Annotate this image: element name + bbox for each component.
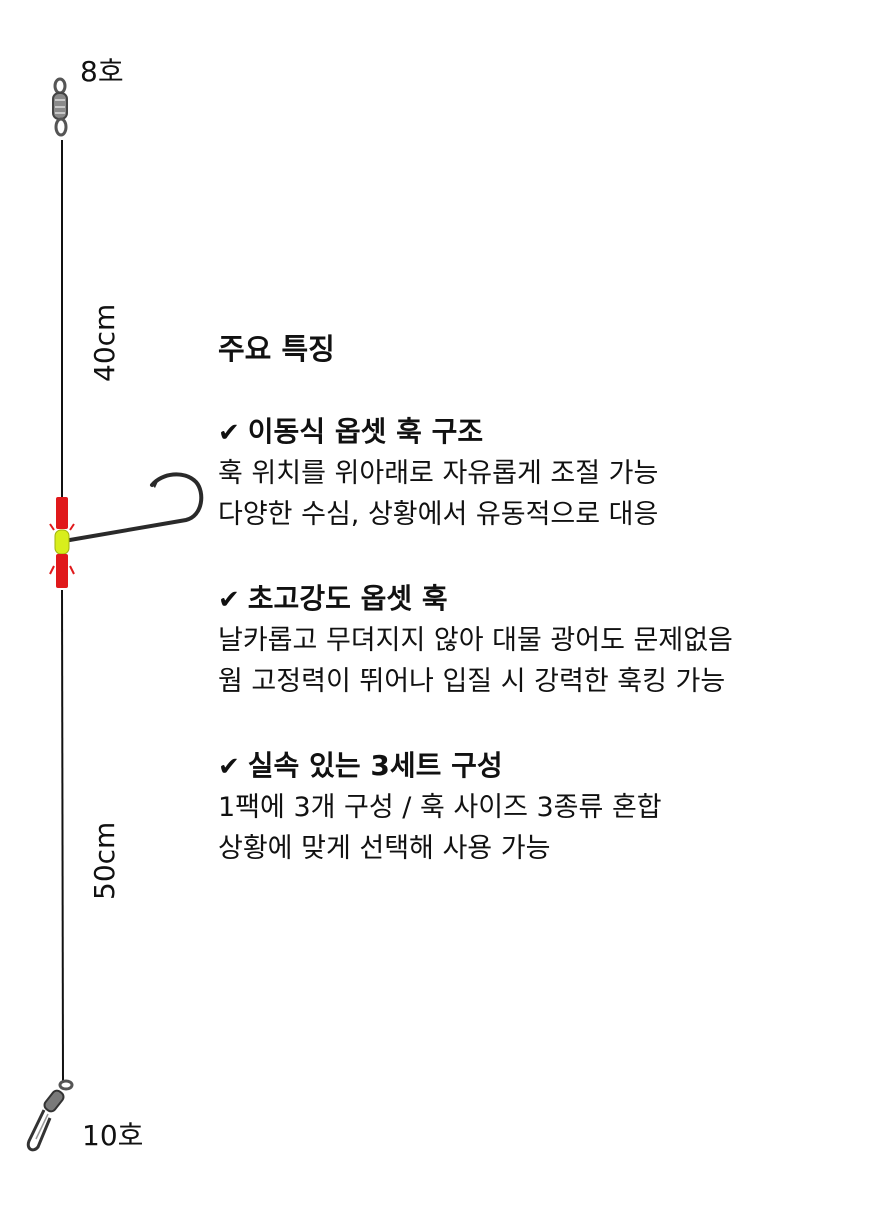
feature-description-line: 상황에 맞게 선택해 사용 가능: [218, 833, 551, 864]
top-swivel-size-label: 8호: [80, 55, 124, 88]
feature-description-line: 날카롭고 무뎌지지 않아 대물 광어도 문제없음: [218, 625, 733, 656]
offset-hook-icon: [49, 472, 204, 588]
top-swivel-icon: [52, 77, 68, 137]
rig-illustration: [26, 77, 204, 1152]
features-section: 주요 특징 ✔이동식 옵셋 훅 구조 훅 위치를 위아래로 자유롭게 조절 가능…: [218, 330, 858, 869]
check-icon: ✔: [218, 585, 240, 615]
feature-title-text: 이동식 옵셋 훅 구조: [247, 415, 484, 448]
fishing-rig-diagram: 8호 40cm 50cm 10호: [0, 0, 220, 1213]
feature-item-high-strength-hook: ✔초고강도 옵셋 훅 날카롭고 무뎌지지 않아 대물 광어도 문제없음 웜 고정…: [218, 579, 858, 702]
feature-title-text: 초고강도 옵셋 훅: [247, 582, 448, 615]
feature-description-line: 다양한 수심, 상황에서 유동적으로 대응: [218, 499, 659, 530]
bottom-snap-swivel-icon: [26, 1079, 74, 1152]
bottom-snap-size-label: 10호: [82, 1119, 144, 1152]
lower-leader-line: [61, 589, 64, 1083]
feature-description-line: 훅 위치를 위아래로 자유롭게 조절 가능: [218, 458, 659, 489]
feature-title: ✔실속 있는 3세트 구성: [218, 746, 858, 787]
feature-description-line: 1팩에 3개 구성 / 훅 사이즈 3종류 혼합: [218, 792, 662, 823]
lower-length-label: 50cm: [88, 821, 121, 900]
feature-title-text: 실속 있는 3세트 구성: [247, 749, 503, 782]
feature-description-line: 웜 고정력이 뛰어나 입질 시 강력한 훅킹 가능: [218, 666, 726, 697]
features-heading: 주요 특징: [218, 332, 335, 366]
check-icon: ✔: [218, 752, 240, 782]
feature-item-three-set: ✔실속 있는 3세트 구성 1팩에 3개 구성 / 훅 사이즈 3종류 혼합 상…: [218, 746, 858, 869]
feature-item-movable-hook: ✔이동식 옵셋 훅 구조 훅 위치를 위아래로 자유롭게 조절 가능 다양한 수…: [218, 412, 858, 535]
stopper-bead: [54, 529, 70, 555]
feature-title: ✔초고강도 옵셋 훅: [218, 579, 858, 620]
red-thread-lower: [56, 554, 68, 588]
check-icon: ✔: [218, 418, 240, 448]
red-thread-upper: [56, 497, 68, 529]
feature-title: ✔이동식 옵셋 훅 구조: [218, 412, 858, 453]
upper-length-label: 40cm: [88, 303, 121, 382]
